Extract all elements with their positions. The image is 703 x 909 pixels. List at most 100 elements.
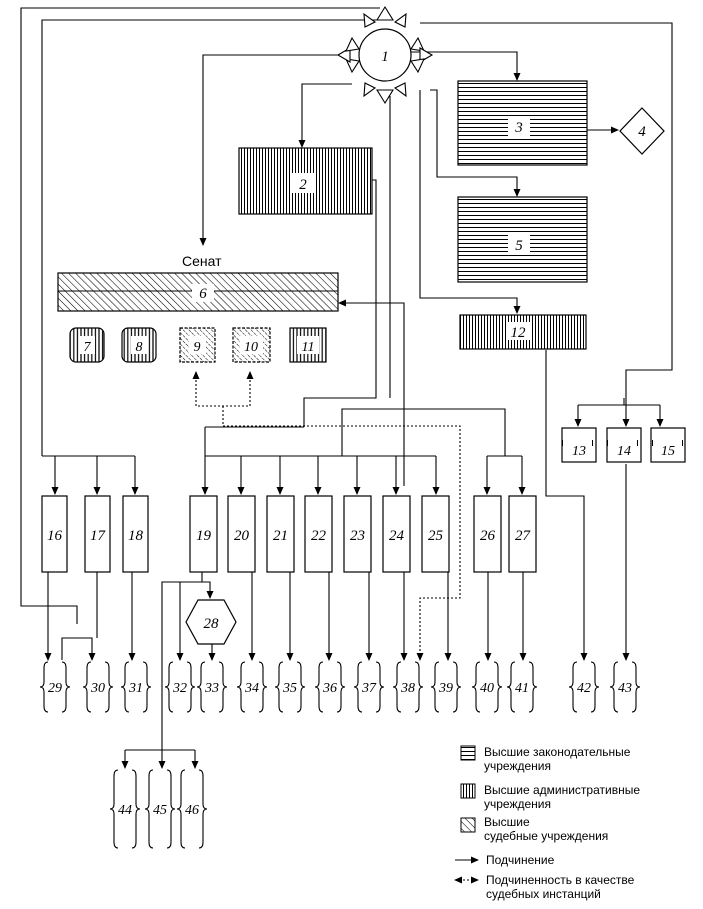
node-18-box <box>122 495 149 573</box>
node-26-label: 26 <box>480 528 496 544</box>
node-45-brace: 45 <box>144 769 176 849</box>
node-7-label: 7 <box>84 340 92 355</box>
node-39-label: 39 <box>438 681 453 696</box>
node-29-label: 29 <box>48 681 62 696</box>
node-28-hexagon: 28 <box>185 599 237 645</box>
node-25-box <box>421 495 450 573</box>
legend-legislative-line2: учреждения <box>484 759 551 773</box>
node-7-box: 7 <box>69 327 105 363</box>
node-31-brace: 31 <box>120 661 152 713</box>
legend-legislative-line1: Высшие законодательные <box>484 745 631 759</box>
node-16-box <box>41 495 68 573</box>
node-22-label: 22 <box>311 528 327 544</box>
node-32-brace: 32 <box>164 661 196 713</box>
node-13-label: 13 <box>572 444 586 459</box>
node-4-label: 4 <box>638 124 646 140</box>
node-44-brace: 44 <box>109 769 141 849</box>
node-1-label: 1 <box>381 49 389 65</box>
node-24-box <box>382 495 411 573</box>
node-43-label: 43 <box>618 681 632 696</box>
legend-judicial-sub-line1: Подчиненность в качестве <box>486 873 635 887</box>
node-46-label: 46 <box>185 803 199 818</box>
node-40-label: 40 <box>480 681 494 696</box>
node-29-brace: 29 <box>39 661 71 713</box>
node-6-label: 6 <box>199 286 207 302</box>
node-25-label: 25 <box>428 528 444 544</box>
node-8-box: 8 <box>121 327 157 363</box>
node-18-label: 18 <box>128 528 144 544</box>
legend-judicial-line2: судебные учреждения <box>484 829 608 843</box>
node-2-label: 2 <box>299 177 307 193</box>
node-32-label: 32 <box>172 681 187 696</box>
node-41-label: 41 <box>515 681 529 696</box>
legend-administrative-line1: Высшие административные <box>484 783 640 797</box>
node-30-label: 30 <box>90 681 105 696</box>
lower-row: 29 30 31 32 33 34 35 36 37 38 39 40 41 42 43 44 45 46 <box>39 661 641 849</box>
node-42-brace: 42 <box>568 661 600 713</box>
legend-judicial-swatch <box>460 817 476 833</box>
node-3-label: 3 <box>514 120 523 136</box>
node-8-label: 8 <box>136 340 143 355</box>
legend-administrative-line2: учреждения <box>484 797 551 811</box>
node-24-label: 24 <box>389 528 405 544</box>
node-34-label: 34 <box>244 681 259 696</box>
node-20-label: 20 <box>234 528 250 544</box>
node-45-label: 45 <box>153 803 167 818</box>
node-41-brace: 41 <box>506 661 538 713</box>
node-39-brace: 39 <box>430 661 462 713</box>
node-11-box: 11 <box>289 327 327 363</box>
middle-row: 16 17 18 19 20 21 22 23 24 25 26 27 <box>41 495 537 573</box>
node-33-label: 33 <box>204 681 219 696</box>
node-5-box: 5 <box>457 196 588 283</box>
node-36-label: 36 <box>322 681 337 696</box>
node-13-box: 13 <box>561 427 597 463</box>
node-21-label: 21 <box>273 528 288 544</box>
node-23-label: 23 <box>350 528 365 544</box>
node-44-label: 44 <box>118 803 132 818</box>
node-27-label: 27 <box>515 528 532 544</box>
node-31-label: 31 <box>128 681 143 696</box>
node-5-label: 5 <box>515 238 523 254</box>
senate-label: Сенат <box>182 253 222 269</box>
node-17-box <box>84 495 111 573</box>
node-10-label: 10 <box>244 340 258 355</box>
node-22-box <box>304 495 333 573</box>
node-1-monarch: 1 <box>336 5 434 105</box>
node-19-box <box>189 495 218 573</box>
node-11-label: 11 <box>302 340 315 355</box>
node-37-brace: 37 <box>353 661 385 713</box>
node-35-brace: 35 <box>274 661 306 713</box>
legend-legislative-swatch <box>460 745 476 761</box>
node-23-box <box>343 495 372 573</box>
node-33-brace: 33 <box>196 661 228 713</box>
node-10-box: 10 <box>232 327 271 363</box>
node-19-label: 19 <box>196 528 212 544</box>
node-20-box <box>227 495 256 573</box>
legend: Высшие законодательные учреждения Высшие… <box>454 745 640 901</box>
node-17-label: 17 <box>90 528 107 544</box>
node-35-label: 35 <box>282 681 297 696</box>
node-6-senate: 6 <box>57 272 339 312</box>
node-15-label: 15 <box>661 444 675 459</box>
node-42-label: 42 <box>577 681 591 696</box>
node-38-brace: 38 <box>392 661 424 713</box>
legend-subordination-text: Подчинение <box>486 853 555 867</box>
node-9-label: 9 <box>194 340 201 355</box>
node-3-box: 3 <box>457 80 588 166</box>
node-14-box: 14 <box>606 427 642 463</box>
node-43-brace: 43 <box>609 661 641 713</box>
node-9-box: 9 <box>179 327 216 363</box>
legend-administrative-swatch <box>460 783 476 799</box>
node-27-box <box>508 495 537 573</box>
node-36-brace: 36 <box>314 661 346 713</box>
node-12-label: 12 <box>511 325 527 341</box>
node-40-brace: 40 <box>471 661 503 713</box>
node-26-box <box>473 495 502 573</box>
node-30-brace: 30 <box>82 661 114 713</box>
node-16-label: 16 <box>47 528 63 544</box>
node-2-box: 2 <box>238 147 373 215</box>
legend-judicial-line1: Высшие <box>484 815 530 829</box>
node-37-label: 37 <box>361 681 377 696</box>
node-14-label: 14 <box>617 444 631 459</box>
